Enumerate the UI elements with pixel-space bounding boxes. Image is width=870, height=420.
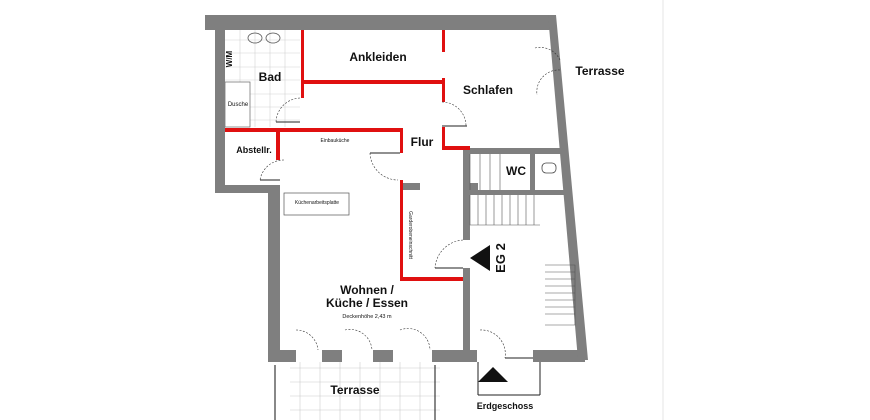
sink-icon (247, 32, 281, 44)
label-einbaukueche: Einbauküche (321, 138, 350, 144)
room-kueche-essen: Küche / Essen (326, 296, 408, 310)
new-walls (225, 30, 470, 281)
room-wc: WC (506, 164, 526, 178)
door-leaves (260, 121, 541, 396)
label-deckenhoehe: Deckenhöhe 2,43 m (342, 314, 392, 320)
room-terrasse-bottom: Terrasse (330, 383, 379, 397)
outer-walls (205, 15, 588, 362)
shower (224, 81, 251, 128)
toilet-icon (541, 162, 557, 174)
kitchen-counter (283, 192, 350, 216)
room-flur: Flur (411, 135, 434, 149)
room-bad: Bad (259, 70, 282, 84)
room-ankleiden: Ankleiden (349, 50, 406, 64)
door-swings (259, 47, 561, 359)
bathroom-tiles (225, 30, 300, 127)
room-wohnen: Wohnen / (340, 283, 394, 297)
wc-wall (530, 154, 535, 190)
terrace-tiles (290, 362, 440, 420)
terrace-posts (274, 365, 436, 420)
label-kuechenarbeitsplatte: Küchenarbeitsplatte (295, 200, 339, 206)
entrance-arrow-icon (470, 245, 490, 271)
stairs (469, 154, 576, 326)
label-dusche: Dusche (228, 102, 249, 108)
north-arrow-icon (478, 367, 508, 382)
label-garderobe: Garderobeneinschnitt (407, 211, 413, 259)
room-schlafen: Schlafen (463, 83, 513, 97)
floor-title: Erdgeschoss (477, 401, 534, 411)
unit-label: EG 2 (493, 243, 508, 273)
room-terrasse-right: Terrasse (575, 64, 624, 78)
label-wm: W/M (225, 50, 234, 67)
room-abstellraum: Abstellr. (236, 145, 272, 155)
